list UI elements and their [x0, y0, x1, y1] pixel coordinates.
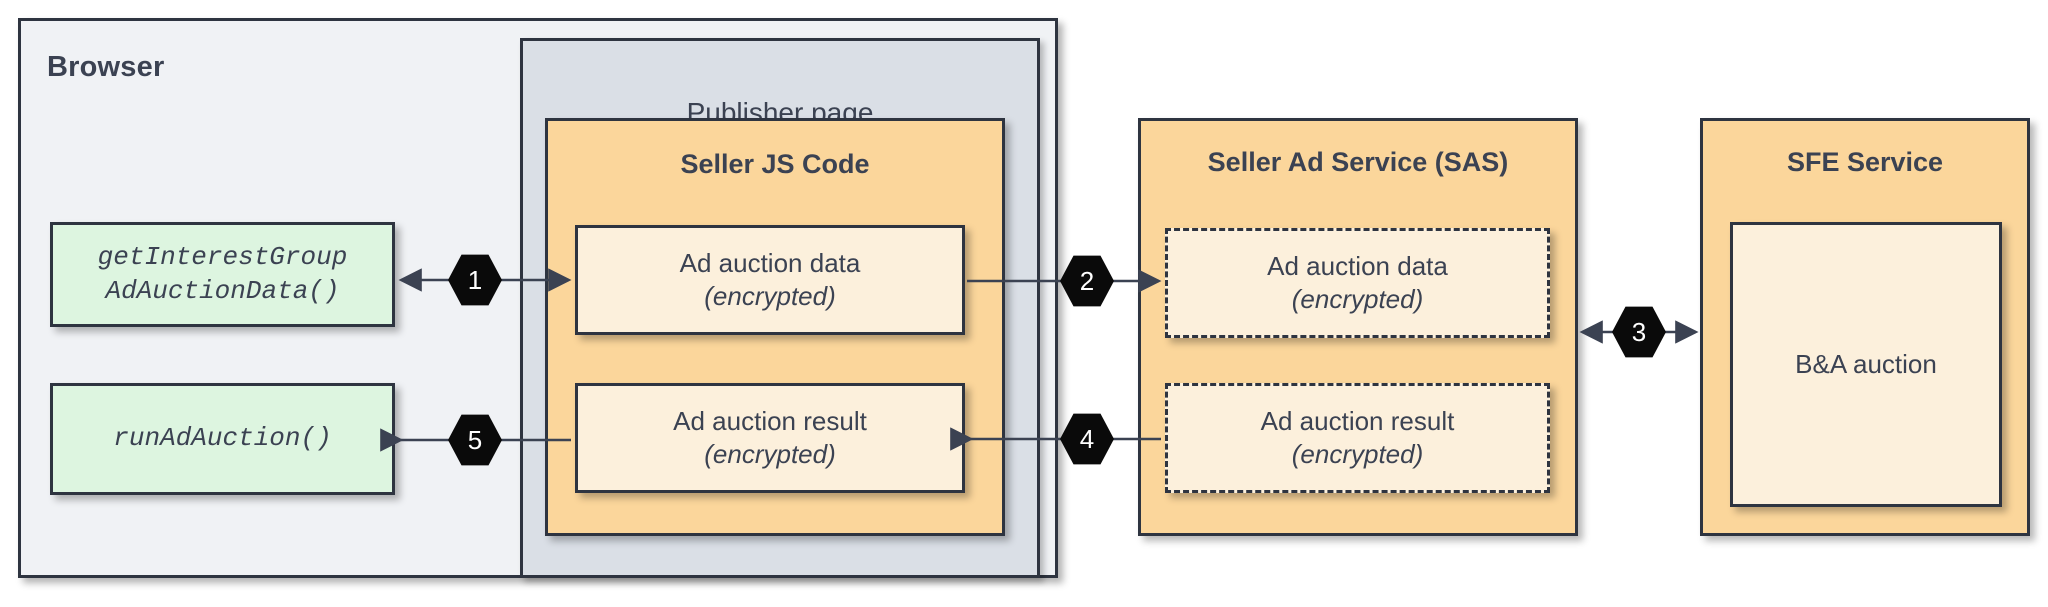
card-line1: Ad auction result	[673, 405, 867, 436]
card-line1: Ad auction data	[1267, 250, 1448, 281]
api-get-interest-group-ad-auction-data: getInterestGroup AdAuctionData()	[50, 222, 395, 327]
seller-js-ad-auction-data-card: Ad auction data (encrypted)	[575, 225, 965, 335]
api-label-line1: runAdAuction()	[113, 423, 332, 454]
card-line2: (encrypted)	[704, 439, 836, 469]
sfe-service-title: SFE Service	[1786, 147, 1944, 177]
api-label-line2: AdAuctionData()	[105, 275, 340, 306]
sas-ad-auction-data-card: Ad auction data (encrypted)	[1165, 228, 1550, 338]
seller-ad-service-title: Seller Ad Service (SAS)	[1207, 147, 1509, 177]
card-line2: (encrypted)	[1291, 439, 1424, 469]
card-line1: Ad auction result	[1260, 405, 1455, 436]
card-line2: (encrypted)	[704, 281, 836, 311]
card-line1: B&A auction	[1795, 348, 1937, 379]
api-run-ad-auction: runAdAuction()	[50, 383, 395, 495]
seller-js-ad-auction-result-card: Ad auction result (encrypted)	[575, 383, 965, 493]
sas-ad-auction-result-card: Ad auction result (encrypted)	[1165, 383, 1550, 493]
seller-js-code-title: Seller JS Code	[680, 149, 870, 179]
sfe-ba-auction-card: B&A auction	[1730, 222, 2002, 507]
card-line1: Ad auction data	[679, 247, 861, 278]
browser-title: Browser	[47, 51, 165, 83]
card-line2: (encrypted)	[1291, 284, 1424, 314]
api-label-line1: getInterestGroup	[97, 241, 348, 272]
